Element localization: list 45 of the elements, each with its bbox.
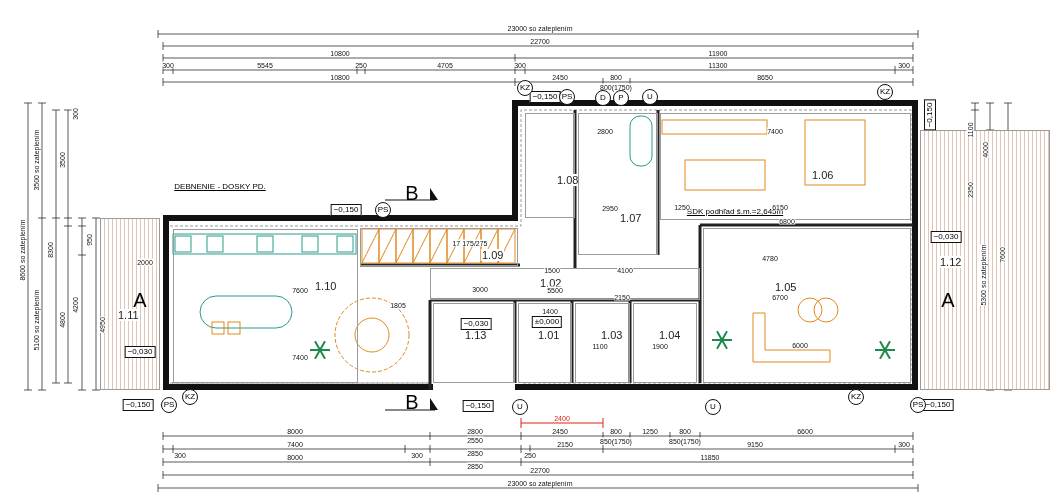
symbol-label: KZ [848,389,864,405]
room-number: 1.01 [537,329,561,341]
room-number: 1.04 [658,329,682,341]
section-letter: B [405,183,419,203]
symbol-label: D [595,90,611,106]
symbol-label: KZ [517,80,533,96]
room-number: 1.07 [619,212,643,224]
section-letter: A [133,290,147,310]
room-outline [703,228,911,383]
room-outline [575,303,630,383]
level-mark: ±0,000 [531,316,563,328]
room-number: 1.12 [939,256,963,268]
level-mark: −0,030 [124,346,156,358]
room-outline [633,303,697,383]
level-mark: −0,030 [460,318,492,330]
level-mark: −0,150 [462,400,494,412]
symbol-label: U [642,89,658,105]
symbol-label: PS [375,202,391,218]
level-mark: −0,150 [924,99,936,131]
room-outline [578,113,658,255]
section-letter: A [941,290,955,310]
terrace-area [100,218,160,390]
level-mark: −0,150 [330,204,362,216]
level-mark: −0,030 [930,231,962,243]
symbol-label: U [705,399,721,415]
room-number: 1.06 [811,169,835,181]
room-outline [173,229,358,383]
symbol-label: PS [161,397,177,413]
symbol-label: PS [559,89,575,105]
note-text: DEBNENIE - DOSKY PD. [174,183,266,191]
level-mark: −0,150 [922,399,954,411]
symbol-label: KZ [182,389,198,405]
level-mark: −0,150 [529,91,561,103]
section-letter: B [405,392,419,412]
symbol-label: PS [910,397,926,413]
symbol-label: P [613,90,629,106]
level-mark: −0,150 [122,399,154,411]
room-number: 1.08 [556,174,580,186]
room-number: 1.03 [600,329,624,341]
room-number: 1.09 [481,249,505,261]
room-number: 1.10 [314,280,338,292]
symbol-label: KZ [877,84,893,100]
symbol-label: U [512,399,528,415]
room-number: 1.11 [117,309,140,321]
room-number: 1.05 [774,281,798,293]
